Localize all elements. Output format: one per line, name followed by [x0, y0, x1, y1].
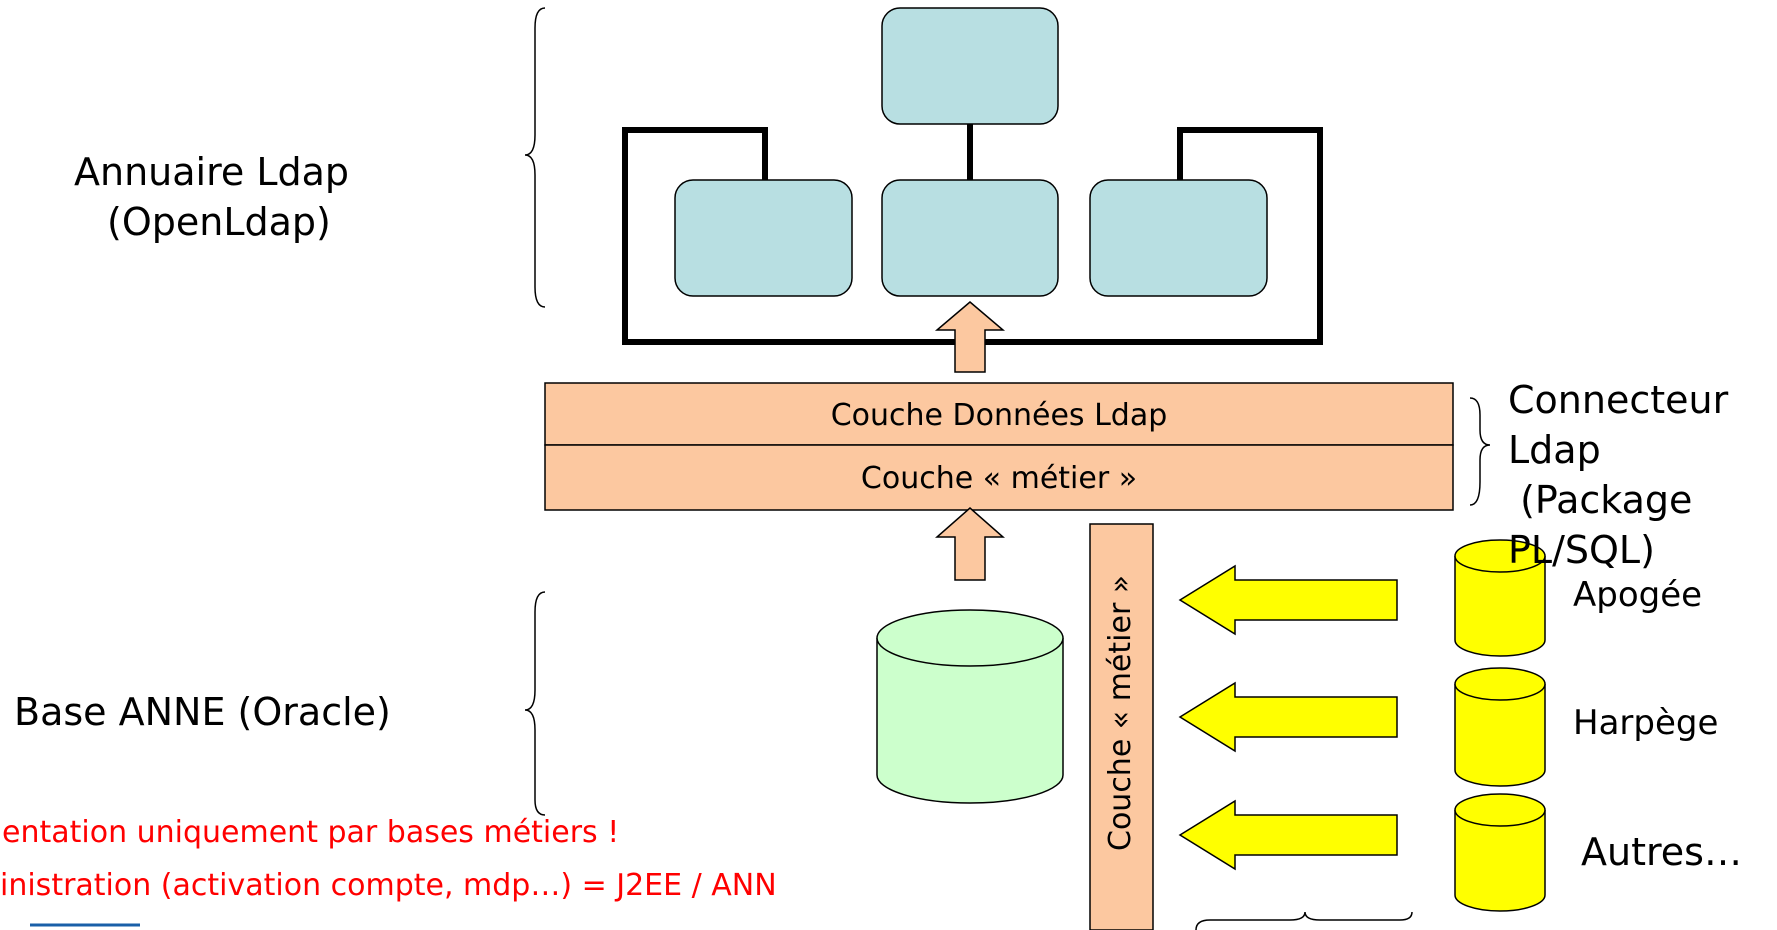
connecteur-label-line4: PL/SQL): [1508, 528, 1655, 572]
ldap-child-node-center: [881, 179, 1059, 297]
database-icon: [1454, 539, 1546, 657]
base-anne-label: Base ANNE (Oracle): [14, 690, 391, 734]
couche-metier-vertical-label: Couche « métier »: [1103, 574, 1138, 851]
connecteur-label-line3: (Package: [1508, 478, 1693, 522]
ldap-root-node: [881, 7, 1059, 125]
connecteur-label-line2: Ldap: [1508, 428, 1601, 472]
ldap-child-node-right: [1089, 179, 1268, 297]
database-icon: [1454, 667, 1546, 787]
couche-metier-box: [544, 444, 1454, 511]
apogee-label: Apogée: [1573, 575, 1703, 615]
ldap-child-node-left: [674, 179, 853, 297]
brace-base-anne: [524, 591, 546, 816]
harpege-label: Harpège: [1573, 703, 1719, 743]
brace-sources: [1195, 911, 1413, 930]
database-icon: [876, 609, 1064, 804]
annuaire-label-line2: (OpenLdap): [107, 200, 331, 244]
note-line2: inistration (activation compte, mdp…) = …: [0, 868, 777, 903]
database-icon: [1454, 793, 1546, 912]
arrow-left-icon: [1178, 681, 1398, 753]
couche-donnees-label: Couche Données Ldap: [830, 398, 1168, 433]
couche-metier-label: Couche « métier »: [860, 461, 1138, 496]
annuaire-label-line1: Annuaire Ldap: [74, 150, 350, 194]
arrow-left-icon: [1178, 799, 1398, 871]
brace-connecteur: [1469, 397, 1491, 506]
note-line1: entation uniquement par bases métiers !: [2, 815, 620, 850]
connecteur-label-line1: Connecteur: [1508, 378, 1729, 422]
brace-annuaire: [524, 7, 546, 308]
arrow-up-icon: [934, 301, 1006, 373]
couche-metier-vertical-box: [1089, 523, 1154, 930]
arrow-left-icon: [1178, 564, 1398, 636]
arrow-up-icon: [935, 507, 1005, 581]
autres-label: Autres…: [1581, 830, 1742, 874]
